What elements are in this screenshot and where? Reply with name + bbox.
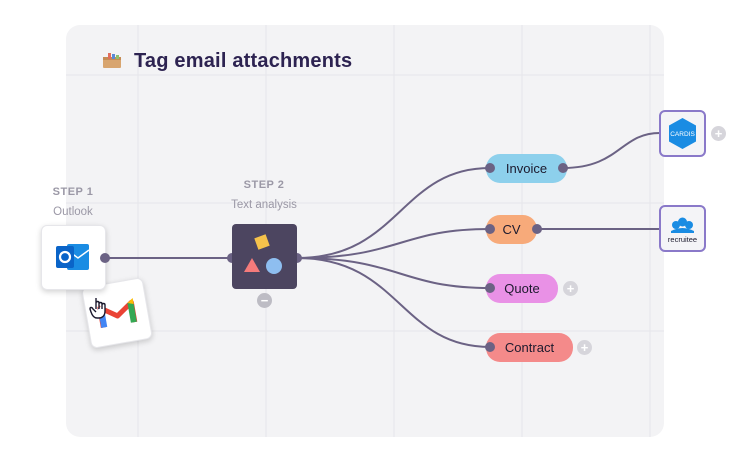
outlook-logo [56,244,90,270]
text-analysis-step[interactable] [232,224,297,289]
step-2-number: STEP 2 [243,179,285,191]
add-contract-action-button[interactable]: + [577,340,592,355]
box-icon [102,53,122,69]
outlook-tile[interactable] [41,225,106,290]
workflow-canvas [66,25,664,437]
cardis-destination[interactable]: CARDIS [659,110,706,157]
cv-input-port[interactable] [485,224,495,234]
node-cv-label: CV [502,222,521,237]
cardis-logo: CARDIS [669,118,696,149]
recruitee-logo-text: recruitee [668,235,697,244]
node-contract-label: Contract [504,340,555,355]
cardis-logo-text: CARDIS [670,131,695,138]
shapes-icon [244,234,282,274]
collapse-step-button[interactable]: − [257,293,272,308]
add-quote-action-button[interactable]: + [563,281,578,296]
step-1-name: Outlook [53,206,93,218]
recruitee-logo: recruitee [668,217,697,244]
step-1-number: STEP 1 [52,186,94,198]
quote-input-port[interactable] [485,283,495,293]
workflow-title-row: Tag email attachments [102,48,352,74]
add-cardis-action-button[interactable]: + [711,126,726,141]
invoice-input-port[interactable] [485,163,495,173]
node-quote-label: Quote [504,281,540,296]
page-title: Tag email attachments [134,49,353,72]
invoice-output-port[interactable] [558,163,568,173]
node-contract[interactable]: Contract [486,333,573,362]
step-2-label: STEP 2 Text analysis [204,179,324,211]
recruitee-destination[interactable]: recruitee [659,205,706,252]
node-invoice-label: Invoice [505,161,548,176]
cv-output-port[interactable] [532,224,542,234]
node-quote[interactable]: Quote [486,274,558,303]
hand-cursor-icon [89,298,106,319]
step-1-label: STEP 1 Outlook [13,186,133,218]
node-invoice[interactable]: Invoice [486,154,567,183]
contract-input-port[interactable] [485,342,495,352]
step-2-name: Text analysis [231,199,297,211]
outlook-output-port[interactable] [100,253,110,263]
analysis-output-port[interactable] [292,253,302,263]
